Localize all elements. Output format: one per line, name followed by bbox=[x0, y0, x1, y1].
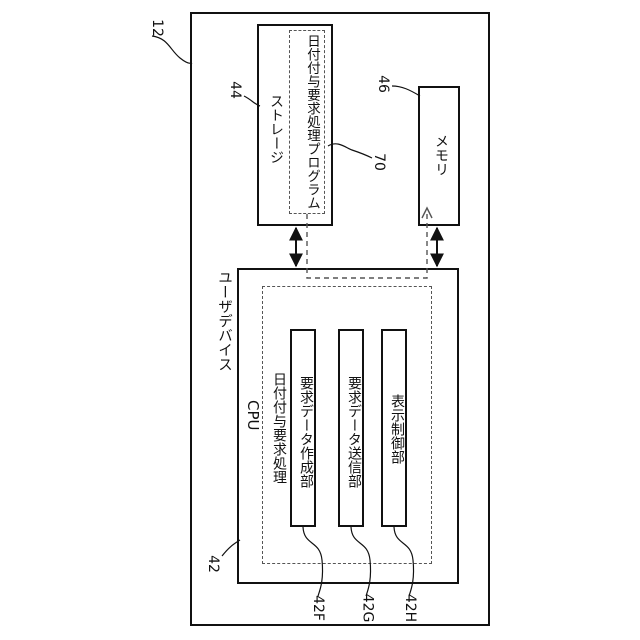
ref-leader-creator bbox=[303, 527, 323, 596]
ref-leader-program bbox=[328, 144, 372, 158]
ref-leader-device bbox=[152, 36, 192, 64]
ref-creator: 42F bbox=[310, 595, 326, 621]
ref-leader-sender bbox=[351, 527, 371, 596]
ref-leader-cpu bbox=[222, 540, 240, 556]
ref-cpu: 42 bbox=[205, 555, 221, 573]
ref-program: 70 bbox=[371, 153, 387, 171]
ref-device: 12 bbox=[149, 19, 165, 37]
program-load-path bbox=[307, 212, 427, 278]
ref-leader-display bbox=[394, 527, 414, 596]
ref-leader-memory bbox=[392, 86, 420, 96]
ref-storage: 44 bbox=[227, 81, 243, 99]
ref-leader-storage bbox=[244, 96, 260, 106]
ref-display: 42H bbox=[402, 594, 418, 622]
ref-sender: 42G bbox=[359, 594, 375, 623]
ref-memory: 46 bbox=[375, 75, 391, 93]
